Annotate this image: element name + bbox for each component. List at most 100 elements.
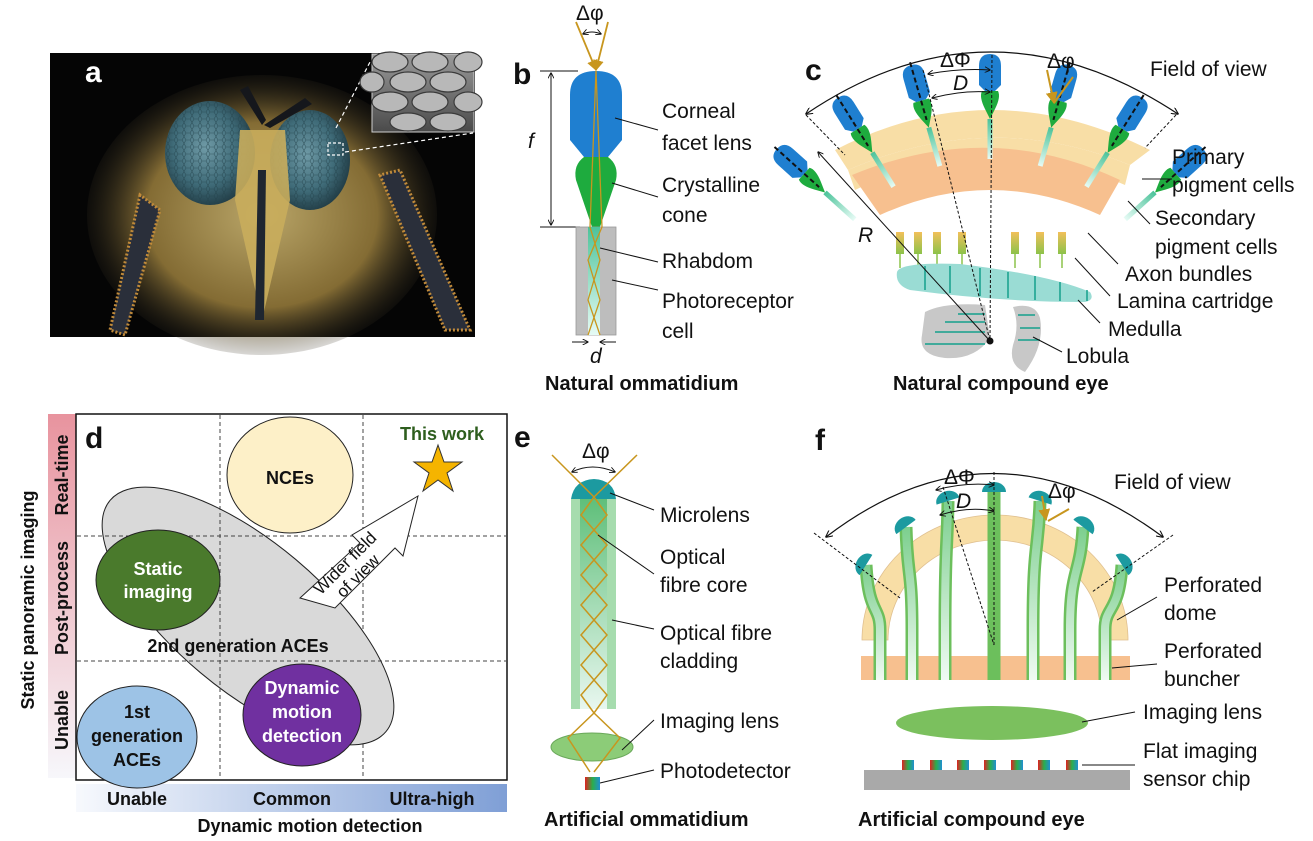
b-label-rhabdom: Rhabdom (662, 250, 753, 273)
panel-d-letter: d (85, 422, 103, 455)
c-lens (1116, 95, 1148, 132)
wider-fov-arrow (299, 494, 419, 609)
panel-e-letter: e (514, 421, 531, 454)
c-lens (832, 95, 864, 132)
bubble-static-imaging (95, 529, 221, 631)
c-axon-bundle (933, 232, 941, 254)
compound-eye-left (165, 101, 255, 205)
f-label-buncher: buncher (1164, 668, 1240, 691)
second-gen-label: 2nd generation ACEs (147, 636, 328, 656)
c-label-secondary: Secondary (1155, 207, 1256, 230)
panel-a-letter: a (85, 56, 102, 89)
c-axon-bundle (1011, 232, 1019, 254)
c-label-axon-bundles: Axon bundles (1125, 263, 1252, 286)
f-pixel (1066, 760, 1078, 770)
b-label-facet-lens: facet lens (662, 132, 752, 155)
f-pixel (957, 760, 969, 770)
lobula-left (921, 304, 990, 359)
c-title: Natural compound eye (893, 373, 1109, 395)
b-label-photoreceptor: Photoreceptor (662, 290, 794, 313)
f-label-dome: dome (1164, 602, 1217, 625)
panel-b-letter: b (513, 58, 531, 91)
b-delta-phi: Δφ (576, 2, 604, 25)
dynamic-label-3: detection (262, 726, 342, 746)
e-label-optical-fibre: Optical fibre (660, 622, 772, 645)
this-work-label: This work (400, 424, 485, 444)
f-pixel (1011, 760, 1023, 770)
e-label-imaging-lens: Imaging lens (660, 710, 779, 733)
f-microlens (936, 490, 960, 505)
c-D-label: D (953, 72, 968, 95)
f-pixel (930, 760, 942, 770)
b-label-cone: cone (662, 204, 708, 227)
e-label-fibre-core: fibre core (660, 574, 748, 597)
b-d-label: d (590, 345, 603, 368)
c-ommatidia (773, 54, 1207, 268)
f-pixel (984, 760, 996, 770)
c-label-primary-pigment: pigment cells (1172, 174, 1295, 197)
panel-b: b Δφ f d Corneal f (513, 2, 794, 395)
c-ommatidium (1084, 94, 1148, 188)
panel-e: e Δφ Microlens Optical fibr (514, 421, 791, 831)
f-title: Artificial compound eye (858, 809, 1085, 831)
f-microlens (1028, 490, 1052, 505)
this-work-star-icon (412, 443, 464, 493)
panel-c: c Field of view R (773, 49, 1295, 395)
b-label-crystalline: Crystalline (662, 174, 760, 197)
c-label-lobula: Lobula (1066, 345, 1129, 368)
c-R-label: R (858, 224, 873, 247)
b-f-label: f (528, 130, 536, 153)
c-delta-Phi: ΔΦ (940, 49, 971, 72)
c-lens (979, 54, 1001, 91)
f-pixel (902, 760, 914, 770)
f-delta-Phi: ΔΦ (944, 466, 975, 489)
dynamic-label-1: Dynamic (264, 678, 339, 698)
c-axon-bundle (1058, 232, 1066, 254)
f-field-of-view: Field of view (1114, 471, 1232, 494)
sensor-chip (864, 770, 1130, 790)
c-field-of-view: Field of view (1150, 58, 1268, 81)
static-label-2: imaging (123, 582, 192, 602)
y-axis-title: Static panoramic imaging (18, 490, 38, 709)
f-microlens (1073, 516, 1095, 535)
panel-a: a (50, 51, 483, 355)
sem-inset (359, 51, 483, 133)
e-label-photodetector: Photodetector (660, 760, 791, 783)
static-label-1: Static (133, 559, 182, 579)
c-ommatidium (832, 94, 896, 188)
c-ommatidium (1123, 144, 1207, 222)
c-label-primary: Primary (1172, 146, 1245, 169)
c-ommatidium (902, 61, 943, 167)
x-level-unable: Unable (107, 789, 167, 809)
medulla (896, 263, 1092, 302)
c-label-medulla: Medulla (1108, 318, 1182, 341)
nces-label: NCEs (266, 468, 314, 488)
e-delta-phi: Δφ (582, 440, 610, 463)
f-microlens (855, 553, 873, 576)
f-microlens (894, 516, 916, 535)
bubble-nces (226, 416, 354, 534)
e-imaging-lens (550, 732, 634, 762)
microlens (571, 479, 616, 499)
f-D-label: D (956, 490, 971, 513)
e-label-optical: Optical (660, 546, 725, 569)
b-title: Natural ommatidium (545, 373, 738, 395)
c-delta-phi: Δφ (1047, 50, 1075, 73)
first-gen-label-3: ACEs (113, 750, 161, 770)
panel-f-letter: f (815, 424, 826, 457)
f-label-perforated-2: Perforated (1164, 640, 1262, 663)
f-microlens (1115, 553, 1133, 576)
f-label-sensor-chip: sensor chip (1143, 768, 1250, 791)
c-ommatidium (773, 144, 857, 222)
panel-c-letter: c (805, 54, 822, 87)
e-label-microlens: Microlens (660, 504, 750, 527)
x-level-common: Common (253, 789, 331, 809)
y-level-unable: Unable (52, 690, 72, 750)
c-cone (1048, 98, 1067, 128)
f-imaging-lens (896, 706, 1088, 740)
lobula-right (1011, 305, 1041, 372)
e-title: Artificial ommatidium (544, 809, 748, 831)
optical-fibre-core (580, 499, 607, 709)
dynamic-label-2: motion (272, 702, 332, 722)
b-label-corneal: Corneal (662, 100, 736, 123)
